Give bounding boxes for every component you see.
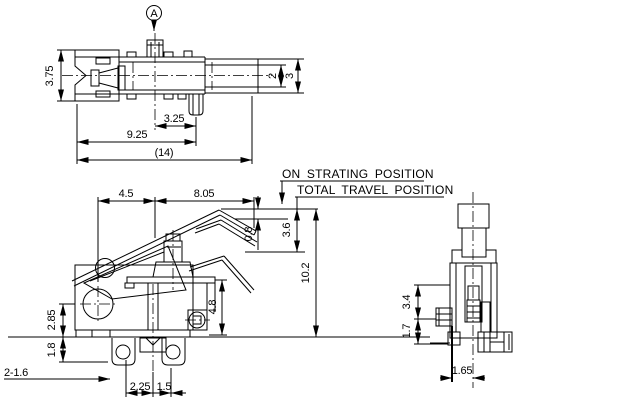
position-notes: ON STRATING POSITION TOTAL TRAVEL POSITI…: [279, 167, 453, 209]
detail-letter: A: [150, 8, 158, 20]
top-terminal: [188, 94, 204, 116]
end-view-body: [430, 192, 513, 388]
dim-top-bar-outer: 3: [284, 73, 296, 79]
dim-top-bar-inner: 2: [267, 73, 279, 79]
lever-operating-position: [194, 219, 258, 247]
dim-side-terminal-drop: 4.8: [207, 300, 219, 315]
top-view-dimensions: 3.75 3.25 9.25 (14) 2 3: [44, 49, 304, 164]
side-terminal: [185, 283, 216, 331]
dim-top-height: 3.75: [44, 66, 56, 87]
dim-side-terminal-holes: 2-1.6: [4, 367, 28, 379]
dim-side-body-lower: 1.8: [46, 343, 58, 358]
pivot-hole: [95, 258, 115, 278]
dim-side-overtravel: 3.6: [281, 223, 293, 238]
plunger-spool: [90, 69, 100, 87]
dim-end-lower: 1.7: [401, 324, 413, 339]
lever-total-travel-position: [188, 255, 255, 294]
dim-side-pitch-left: 2.25: [130, 381, 151, 393]
dim-top-overall-length: (14): [155, 147, 174, 159]
end-view-dimensions: 3.4 1.7 1.65: [401, 284, 485, 382]
note-on-position: ON STRATING POSITION: [282, 167, 434, 181]
dim-side-plunger-to-tip: 8.05: [194, 188, 215, 200]
hinge-bracket: [82, 245, 187, 300]
dim-side-hole-to-plunger: 4.5: [119, 188, 134, 200]
dim-end-center-offset: 1.65: [452, 365, 473, 377]
bottom-terminals: [111, 337, 186, 366]
top-view: A: [44, 5, 304, 164]
dim-side-pitch-right: 1.5: [157, 381, 172, 393]
piston: [466, 299, 481, 323]
end-pin: [435, 307, 453, 327]
side-view-body: [8, 208, 430, 372]
dim-side-body-upper: 2.85: [46, 310, 58, 331]
side-view-dimensions: 4.5 8.05 0.8 3.6 10.2 4.8 2.85 1.8: [4, 188, 319, 397]
end-terminal: [477, 331, 513, 353]
note-total-position: TOTAL TRAVEL POSITION: [297, 183, 453, 197]
dim-top-body-length: 9.25: [127, 129, 148, 141]
lever-tip-end: [457, 203, 490, 229]
dim-top-plunger-offset: 3.25: [164, 113, 185, 125]
end-view: 3.4 1.7 1.65: [401, 192, 513, 388]
dim-side-pretravel: 0.8: [243, 227, 255, 242]
side-view: 4.5 8.05 0.8 3.6 10.2 4.8 2.85 1.8: [4, 188, 430, 397]
dim-side-free-height: 10.2: [300, 263, 312, 284]
top-view-body: [62, 33, 272, 130]
dim-end-upper: 3.4: [401, 295, 413, 310]
detail-marker: A: [146, 5, 162, 31]
